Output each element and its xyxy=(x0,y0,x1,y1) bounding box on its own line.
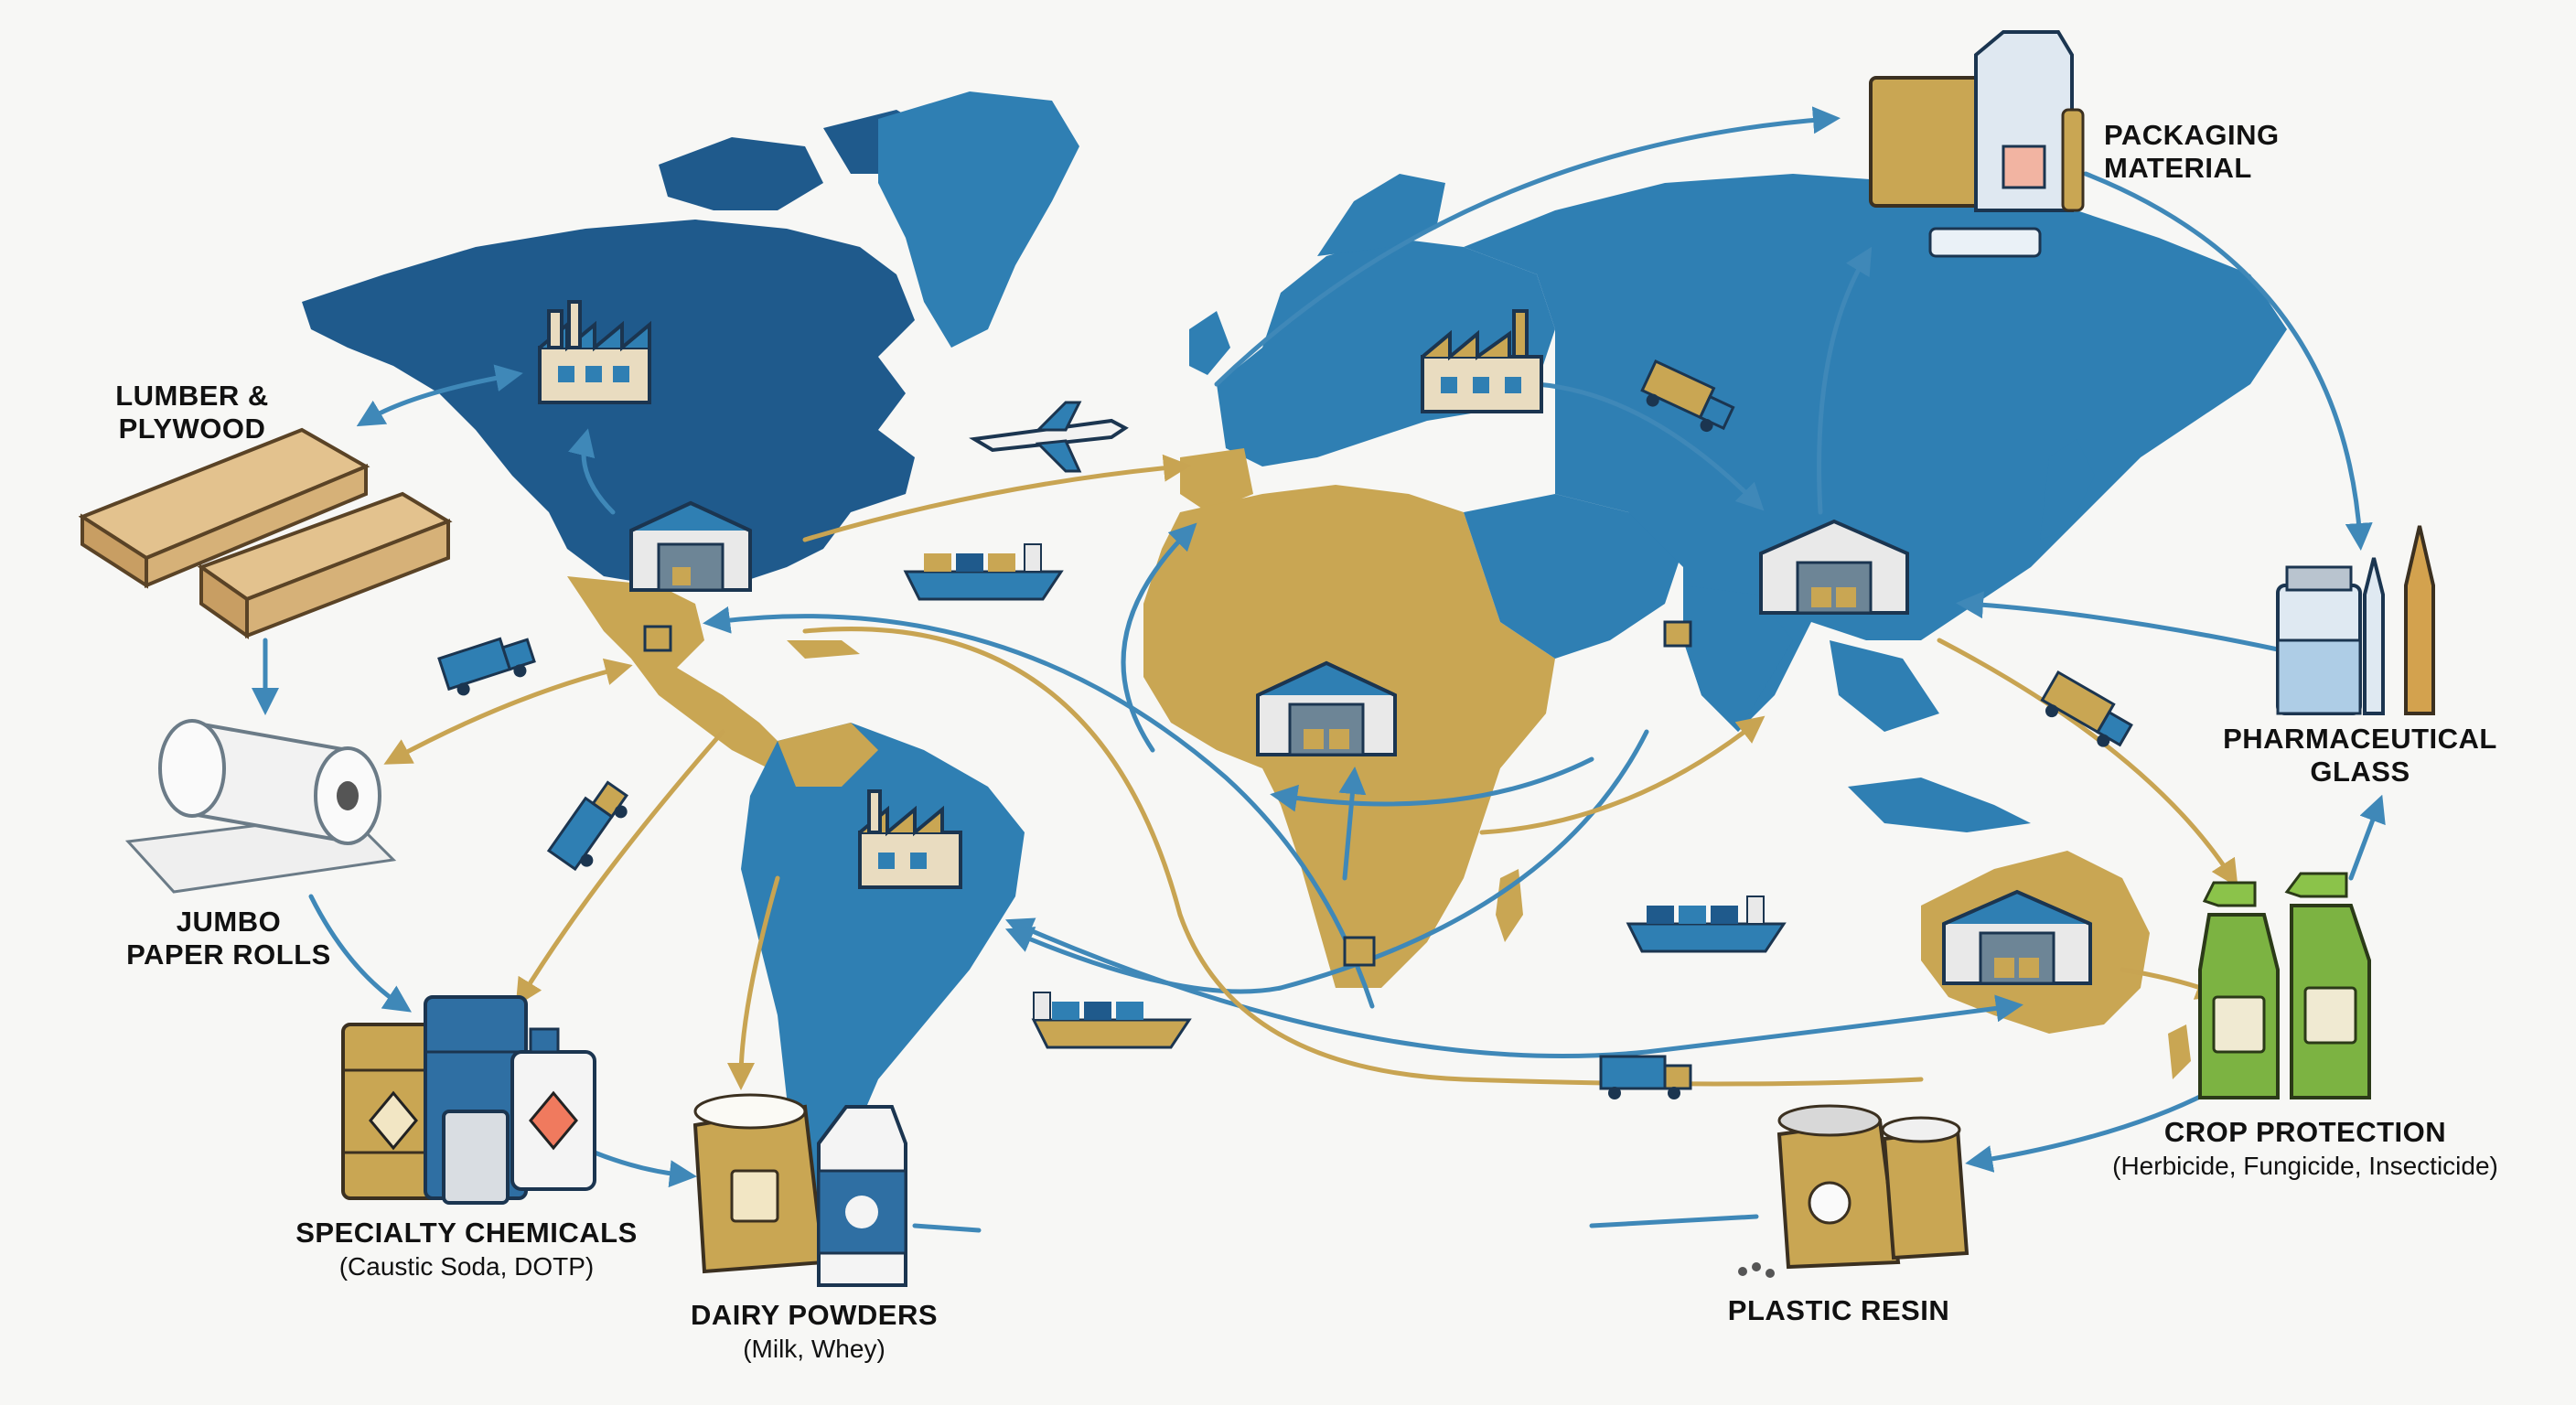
crop-protection-label: CROP PROTECTION (Herbicide, Fungicide, I… xyxy=(2112,1116,2498,1180)
asia xyxy=(1464,174,2287,732)
specialty-chemicals-label: SPECIALTY CHEMICALS (Caustic Soda, DOTP) xyxy=(295,1217,638,1281)
iberia xyxy=(1180,448,1253,512)
warehouse-icon xyxy=(629,500,752,592)
dairy-powders-icon xyxy=(692,1093,907,1287)
truck-icon xyxy=(437,637,536,696)
jumbo-paper-rolls-label: JUMBO PAPER ROLLS xyxy=(126,906,331,971)
arrow-paper-chem xyxy=(308,894,412,1013)
arrow-ca-chem xyxy=(515,729,725,1007)
arrow-dairy-out xyxy=(912,1223,982,1233)
packaging-material-icon xyxy=(1869,30,2085,258)
arrow-sa-australia xyxy=(1004,917,2023,1058)
arrow-pharma-asia xyxy=(1956,591,2281,652)
arrow-chem-dairy xyxy=(592,1150,697,1188)
map-icons xyxy=(437,300,2133,1099)
package-icon xyxy=(1343,936,1376,967)
pharmaceutical-glass-icon xyxy=(2276,525,2435,715)
arrow-resin-left xyxy=(1589,1214,1759,1228)
cargo-ship-icon xyxy=(1031,992,1192,1049)
cargo-ship-icon xyxy=(1626,896,1787,953)
truck-icon xyxy=(2040,670,2133,747)
warehouse-icon xyxy=(1942,889,2092,985)
arctic-islands xyxy=(659,137,823,210)
airplane-icon xyxy=(969,401,1129,473)
arrow-mexico-sa-long xyxy=(802,627,1924,1087)
arrow-na-up xyxy=(568,428,616,515)
factory-icon xyxy=(858,789,962,889)
arrow-na-europe xyxy=(802,454,1191,542)
venezuela-gold xyxy=(778,723,878,787)
arrow-mexico-asia xyxy=(703,606,1375,1009)
new-zealand xyxy=(2168,1024,2191,1079)
caribbean xyxy=(787,640,860,659)
arrow-africa-india xyxy=(1479,715,1766,835)
arrow-africa-europe xyxy=(1121,522,1197,753)
flow-arrows xyxy=(252,106,2386,1233)
india xyxy=(1683,585,1793,732)
arrow-africa-internal xyxy=(1338,767,1367,881)
specialty-chemicals-icon xyxy=(341,995,596,1205)
arrow-asia-crop xyxy=(1937,638,2238,888)
arrow-sa-dairy xyxy=(727,875,780,1090)
greenland xyxy=(878,91,1079,348)
truck-icon xyxy=(1640,359,1735,433)
arrow-crop-pharma xyxy=(2348,794,2386,881)
indonesia xyxy=(1848,778,2031,832)
arrow-na-lumber xyxy=(356,364,523,427)
arrow-europe-east xyxy=(1534,381,1765,511)
lumber-plywood-label: LUMBER & PLYWOOD xyxy=(115,380,269,445)
package-icon xyxy=(643,625,672,652)
truck-icon xyxy=(546,780,628,872)
middle-east xyxy=(1464,494,1683,659)
arrow-packaging-pharma xyxy=(2083,171,2373,551)
arrow-asia-north xyxy=(1817,246,1873,515)
pharmaceutical-glass-label: PHARMACEUTICAL GLASS xyxy=(2223,723,2497,788)
crop-protection-icon xyxy=(2198,872,2371,1099)
arrow-paper-mexico xyxy=(383,658,633,765)
uk xyxy=(1189,311,1230,375)
scandinavia xyxy=(1317,174,1445,256)
japan xyxy=(2040,439,2095,540)
factory-icon xyxy=(538,300,651,404)
arrow-europe-packaging xyxy=(1214,106,1841,387)
dairy-powders-label: DAIRY POWDERS (Milk, Whey) xyxy=(690,1299,939,1363)
arrow-asia-sa xyxy=(1004,729,1649,994)
arrow-asia-africa xyxy=(1270,756,1594,812)
southeast-asia xyxy=(1830,640,1939,732)
cargo-ship-icon xyxy=(903,543,1064,601)
lumber-plywood-icon xyxy=(78,427,453,639)
world-map xyxy=(302,91,2287,1226)
truck-icon xyxy=(1599,1055,1692,1099)
jumbo-paper-roll-icon xyxy=(124,719,397,894)
plastic-resin-label: PLASTIC RESIN xyxy=(1727,1294,1950,1326)
factory-icon xyxy=(1421,309,1543,413)
warehouse-icon xyxy=(1256,660,1397,756)
packaging-material-label: PACKAGING MATERIAL xyxy=(2104,119,2280,184)
plastic-resin-icon xyxy=(1738,1104,1970,1278)
central-america xyxy=(567,576,787,768)
package-icon xyxy=(1663,620,1692,648)
warehouse-icon xyxy=(1759,519,1909,615)
